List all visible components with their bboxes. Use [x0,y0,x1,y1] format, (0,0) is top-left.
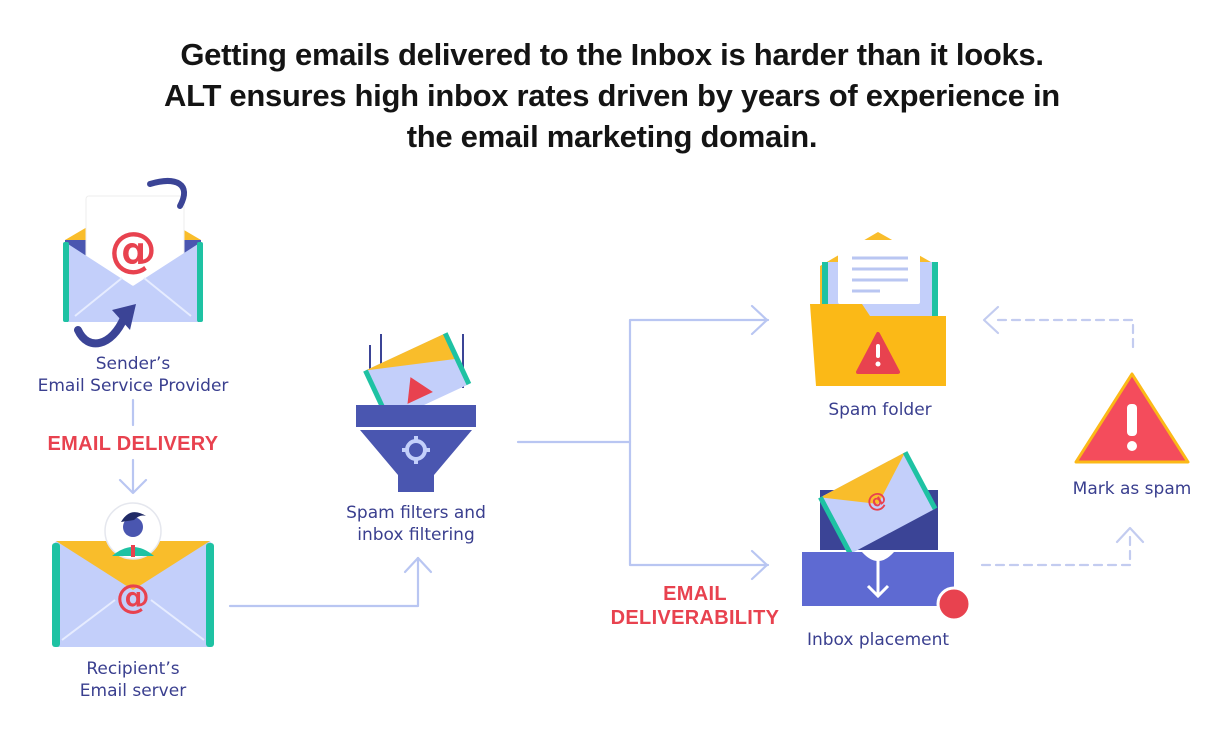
stage-email-deliverability: EMAIL DELIVERABILITY [610,583,780,629]
headline-line-3: the email marketing domain. [406,119,818,154]
folder-warning-icon [810,232,946,386]
headline-line-2: ALT ensures high inbox rates driven by y… [164,78,1060,113]
sender-label: Sender’s Email Service Provider [37,354,229,396]
dashed-connectors [980,318,1135,567]
envelope-person-icon: @ [52,502,214,647]
filter-label: Spam filters and inbox filtering [346,503,486,545]
mark-as-spam-label: Mark as spam [1072,479,1192,499]
envelope-at-icon: @ [63,178,203,348]
connectors [118,304,770,608]
warning-triangle-icon [1074,372,1190,464]
stage-email-delivery: EMAIL DELIVERY [47,433,219,455]
svg-text:@: @ [109,222,157,278]
headline: Getting emails delivered to the Inbox is… [0,34,1224,157]
inbox-placement-label: Inbox placement [806,630,950,650]
funnel-gear-icon [356,332,476,492]
headline-line-1: Getting emails delivered to the Inbox is… [180,37,1044,72]
recipient-label: Recipient’s Email server [79,659,187,701]
spam-folder-label: Spam folder [828,400,932,420]
svg-text:@: @ [116,577,150,617]
inbox-tray-icon: @ [802,451,972,622]
